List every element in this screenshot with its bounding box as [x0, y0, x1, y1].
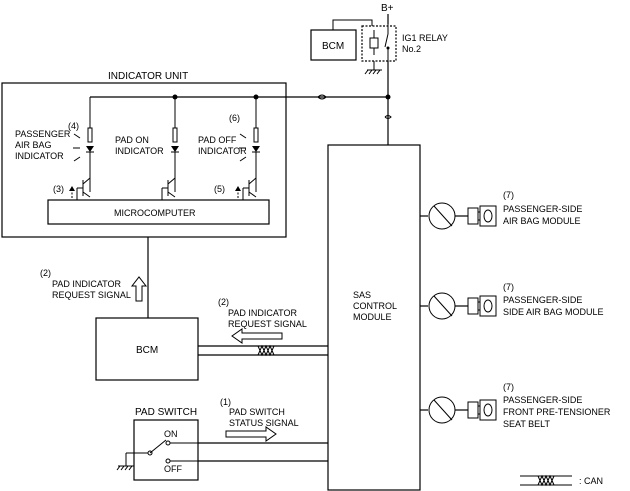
- pad-off-indicator-circuit: [252, 97, 260, 192]
- req-left-num: (2): [40, 268, 51, 278]
- pad-on-indicator-circuit: [171, 97, 179, 192]
- transistor-pad-on: [161, 177, 176, 200]
- bcm-top-label: BCM: [322, 41, 344, 52]
- module-1-num: (7): [503, 190, 514, 200]
- pretensioner-module: [420, 396, 497, 424]
- arrow-right-icon: [225, 426, 277, 442]
- microcomputer-label: MICROCOMPUTER: [114, 208, 196, 218]
- sas-label-1: SAS: [353, 290, 371, 300]
- req-mid-label-1: PAD INDICATOR: [228, 308, 298, 318]
- switch-status-label-2: STATUS SIGNAL: [229, 418, 299, 428]
- passenger-indicator-label-3: INDICATOR: [15, 151, 64, 161]
- module-3-num: (7): [503, 382, 514, 392]
- bcm-top-box: BCM: [310, 29, 357, 61]
- pad-off-led-rays-icon: [239, 133, 247, 162]
- pad-switch-ground-icon: [116, 452, 148, 471]
- indicator-3-num: (3): [53, 184, 64, 194]
- pad-switch-title: PAD SWITCH: [135, 407, 197, 418]
- switch-status-num: (1): [220, 397, 231, 407]
- module-3-label-1: PASSENGER-SIDE: [503, 395, 582, 405]
- transistor-5: [242, 177, 257, 200]
- indicator-unit-title: INDICATOR UNIT: [108, 71, 188, 82]
- module-3-label-2: FRONT PRE-TENSIONER: [503, 407, 611, 417]
- arrow-up-icon: [130, 276, 148, 302]
- passenger-indicator-label-1: PASSENGER: [15, 129, 71, 139]
- pad-off-indicator-label-2: INDICATOR: [198, 146, 247, 156]
- transistor-3: [76, 177, 91, 200]
- bcm-relay-link: [332, 19, 373, 30]
- module-2-label-1: PASSENGER-SIDE: [503, 295, 582, 305]
- indicator-fuse-icon: [317, 94, 327, 100]
- sas-label-2: CONTROL: [353, 301, 397, 311]
- bcm-mid-label: BCM: [136, 345, 158, 356]
- switch-status-label-1: PAD SWITCH: [229, 407, 285, 417]
- can-legend-icon: [520, 474, 572, 487]
- relay-label-2: No.2: [402, 44, 421, 54]
- module-1-label-1: PASSENGER-SIDE: [503, 204, 582, 214]
- module-3-label-3: SEAT BELT: [503, 419, 551, 429]
- can-twist-icon: [257, 344, 275, 357]
- pad-on-indicator-label-2: INDICATOR: [115, 146, 164, 156]
- req-left-label-2: REQUEST SIGNAL: [52, 290, 131, 300]
- pad-on-indicator-label-1: PAD ON: [115, 135, 149, 145]
- module-2-num: (7): [503, 282, 514, 292]
- airbag-module-1: [420, 202, 497, 230]
- pad-switch-off-label: OFF: [164, 464, 182, 474]
- can-legend-label: : CAN: [579, 476, 603, 486]
- arrow-left-icon: [231, 328, 283, 344]
- relay-ground-icon: [364, 61, 382, 75]
- sas-fuse-icon: [384, 115, 392, 119]
- pad-switch-on-label: ON: [164, 429, 178, 439]
- microcomputer-box: [47, 199, 270, 225]
- passenger-indicator-label-2: AIR BAG: [15, 140, 52, 150]
- req-left-label-1: PAD INDICATOR: [52, 279, 122, 289]
- module-1-label-2: AIR BAG MODULE: [503, 216, 581, 226]
- indicator-6-num: (6): [229, 113, 240, 123]
- req-mid-label-2: REQUEST SIGNAL: [228, 319, 307, 329]
- module-2-label-2: SIDE AIR BAG MODULE: [503, 307, 604, 317]
- passenger-airbag-indicator-circuit: [86, 97, 94, 192]
- sas-label-3: MODULE: [353, 312, 392, 322]
- bcm-mid-box: [95, 317, 199, 381]
- indicator-4-num: (4): [68, 121, 79, 131]
- ig1-relay: [361, 24, 397, 62]
- bplus-label: B+: [381, 3, 394, 14]
- dashed-arrow-icons: [69, 186, 241, 198]
- pad-switch-contacts: [147, 439, 198, 464]
- relay-label-1: IG1 RELAY: [402, 33, 448, 43]
- pad-off-indicator-label-1: PAD OFF: [198, 135, 237, 145]
- passenger-led-rays-icon: [73, 133, 81, 162]
- sas-control-module-box: [327, 144, 421, 491]
- indicator-5-num: (5): [214, 184, 225, 194]
- req-mid-num: (2): [218, 297, 229, 307]
- pad-switch-box: [133, 419, 199, 481]
- airbag-module-2: [420, 292, 497, 320]
